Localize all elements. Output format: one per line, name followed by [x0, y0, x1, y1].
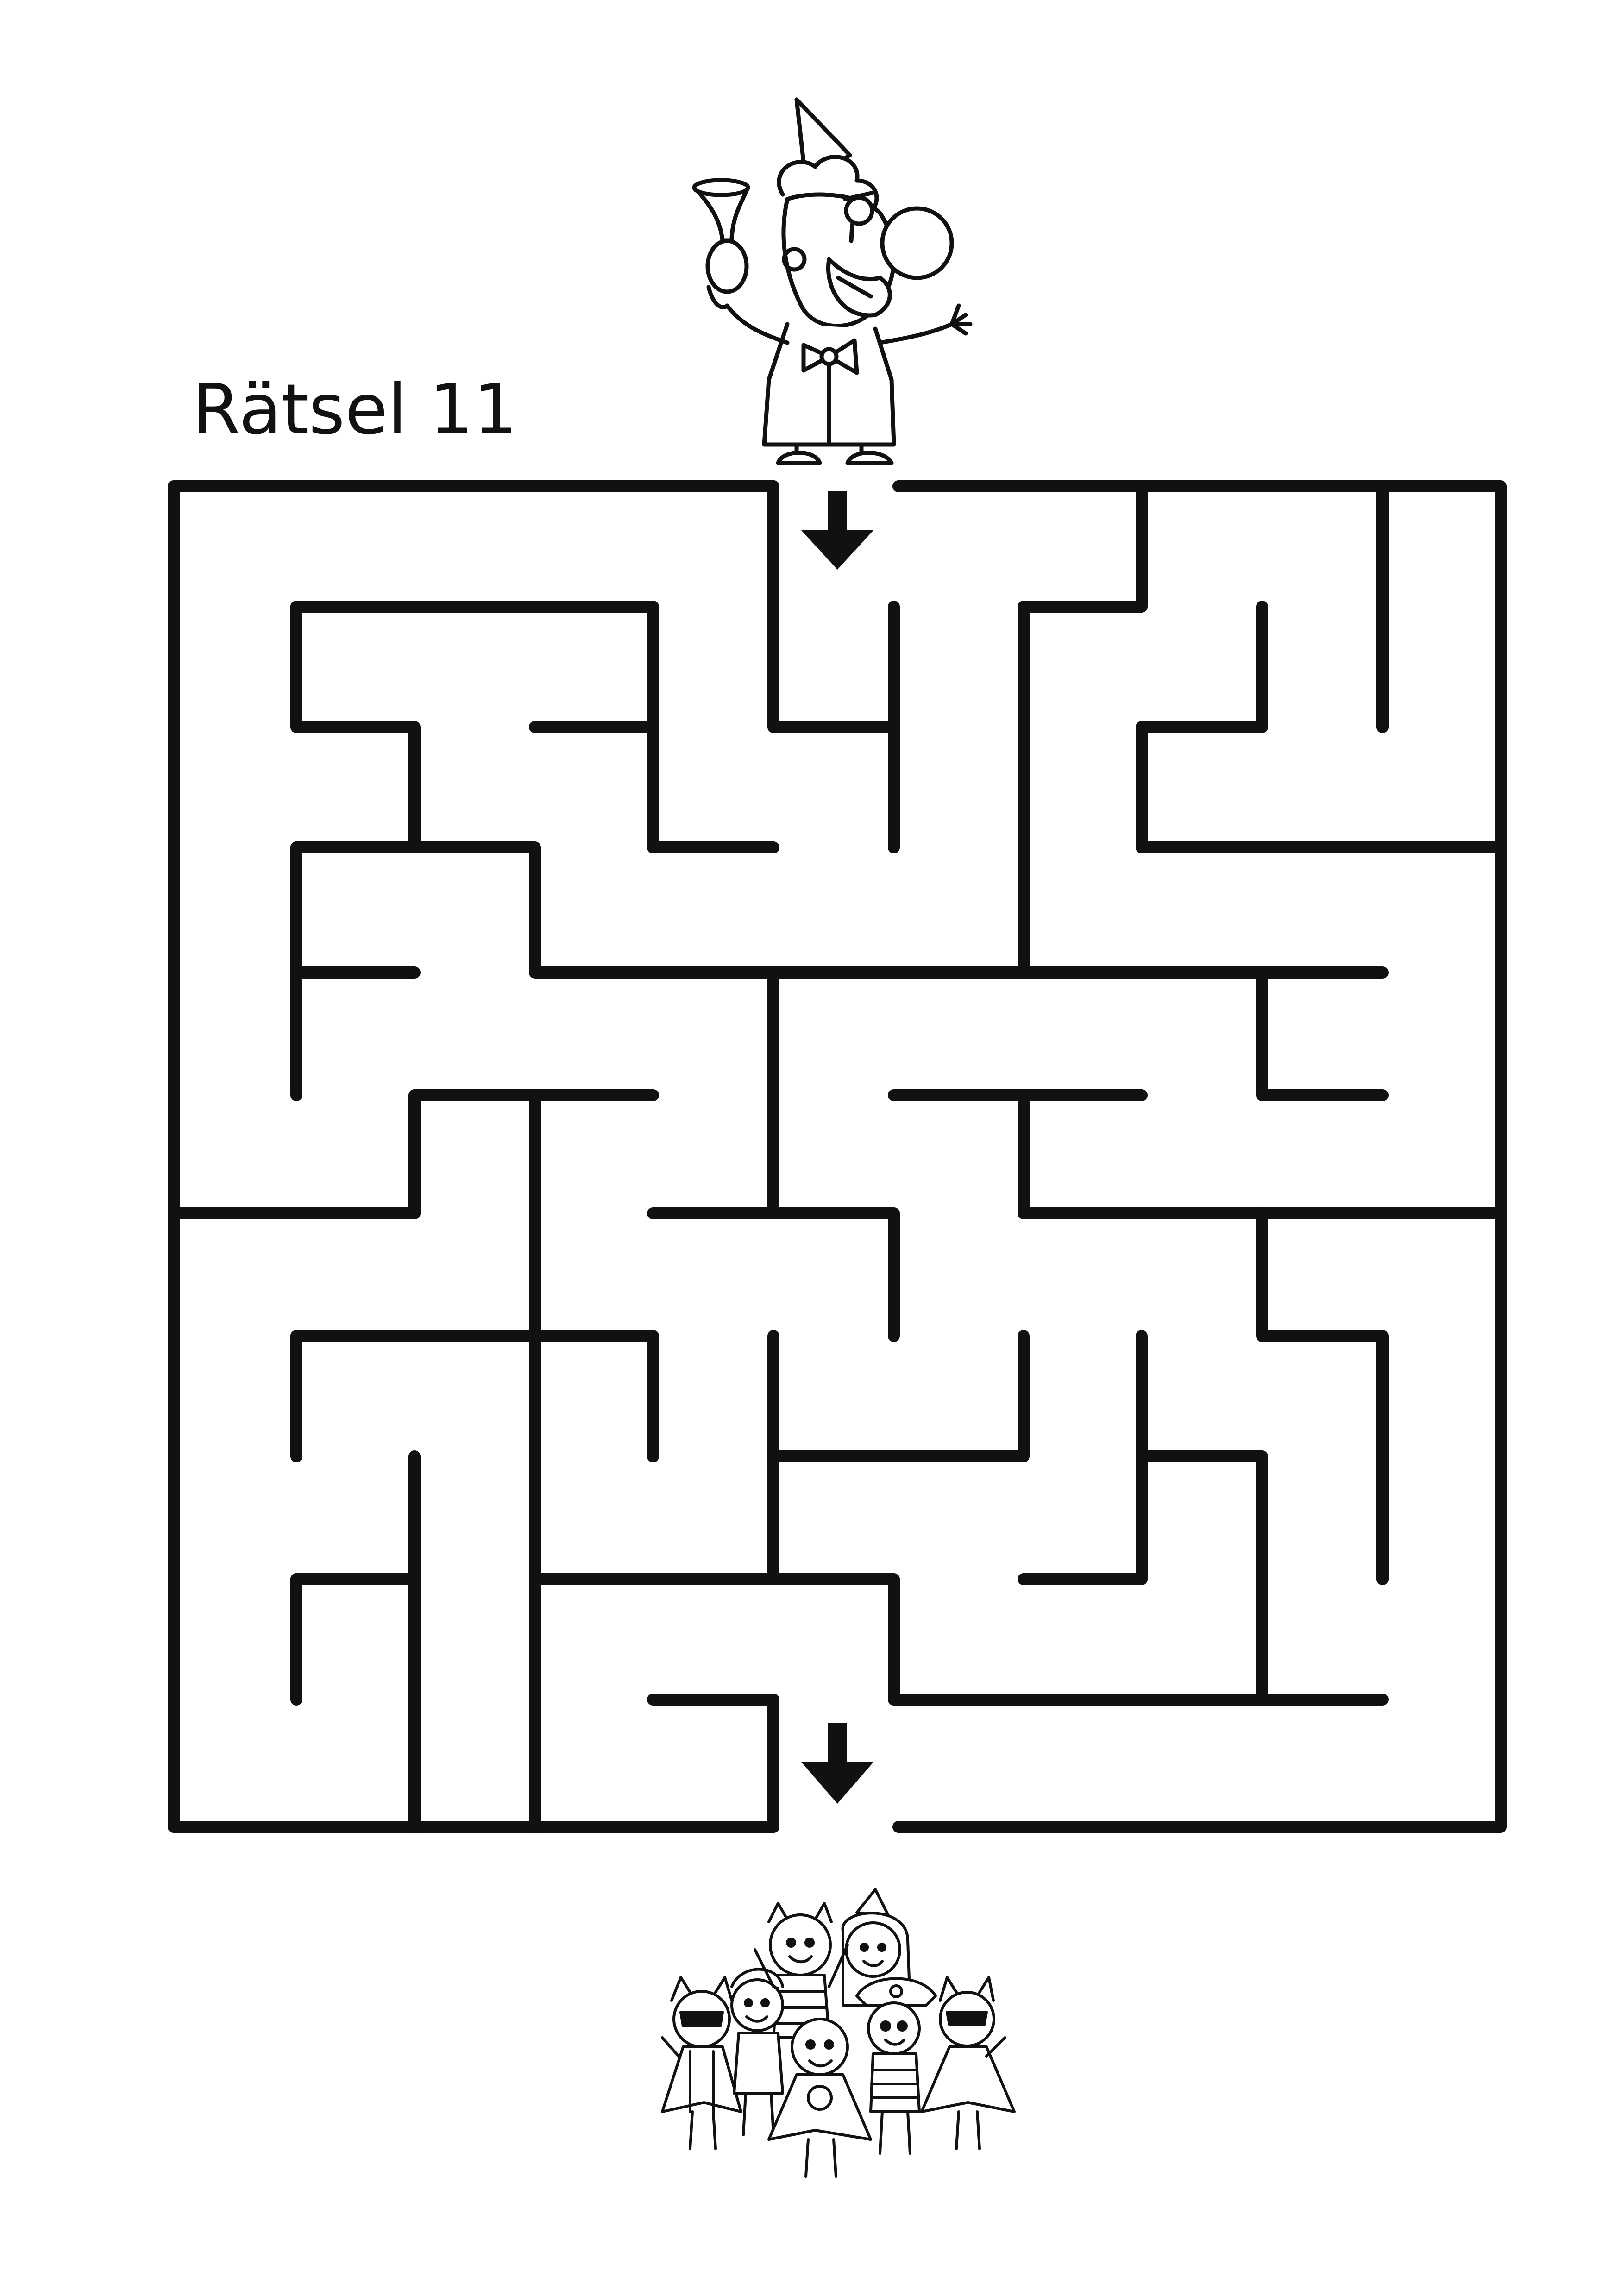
exit-arrow-down-icon: [801, 1723, 873, 1804]
puzzle-title: Rätsel 11: [192, 370, 518, 450]
maze-walls: [168, 480, 1507, 1833]
costumed-children-group-icon: [661, 1888, 1016, 2178]
clown-with-horn-icon: [692, 97, 973, 465]
arrow-down-icon: [801, 491, 873, 570]
